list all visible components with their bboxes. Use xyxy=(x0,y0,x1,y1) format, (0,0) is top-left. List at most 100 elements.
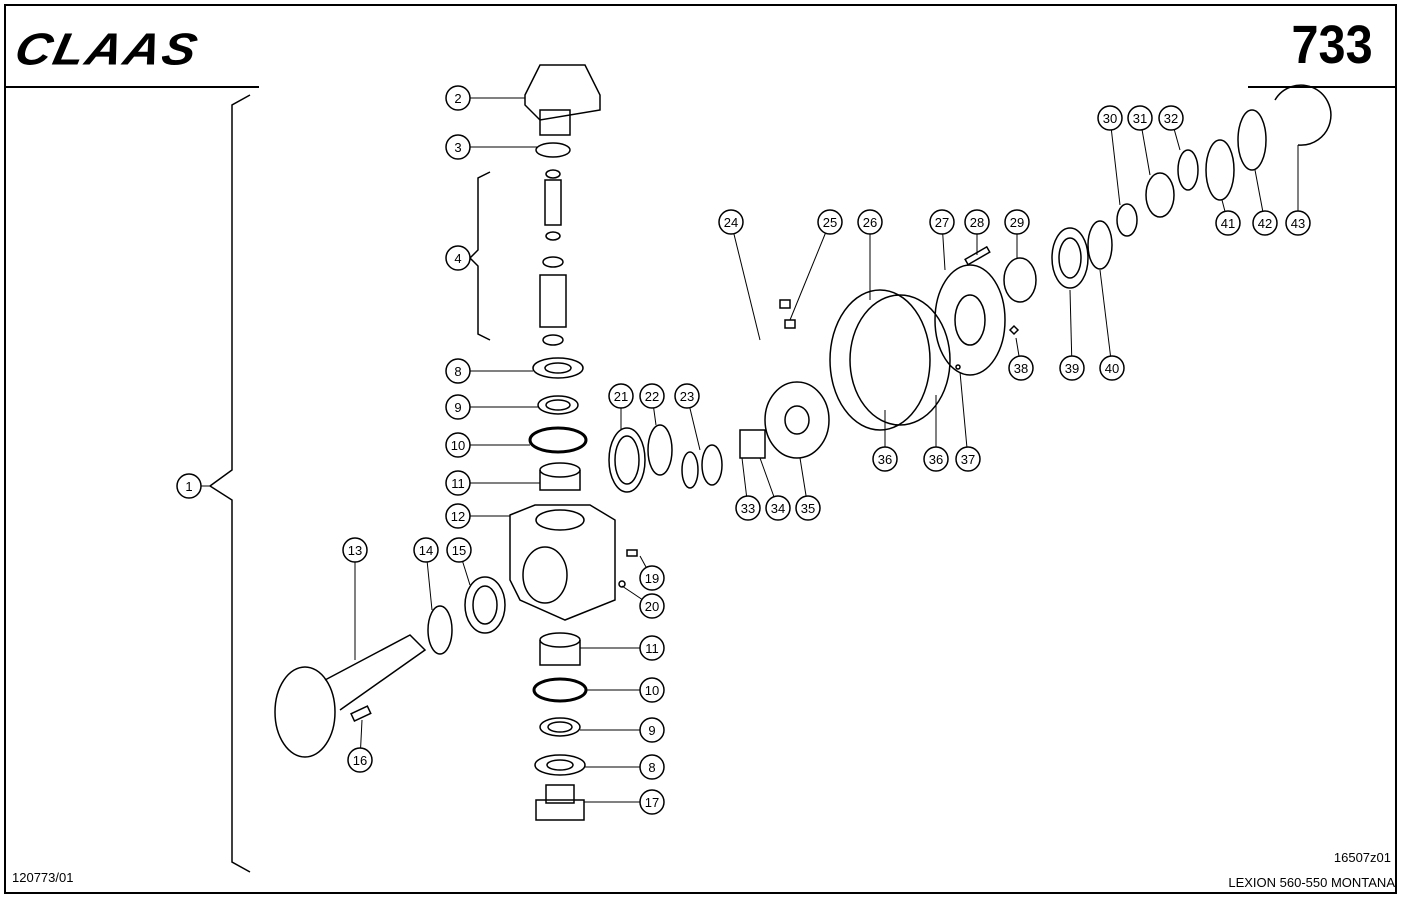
callout-circle xyxy=(639,717,665,743)
callout-circle xyxy=(674,383,700,409)
callout-circle xyxy=(872,446,898,472)
callout-15: 15 xyxy=(446,537,472,563)
callout-circle xyxy=(718,209,744,235)
callout-number: 33 xyxy=(741,501,755,516)
callout-circle xyxy=(817,209,843,235)
callout-10: 10 xyxy=(639,677,665,703)
callout-3: 3 xyxy=(445,134,471,160)
callout-21: 21 xyxy=(608,383,634,409)
part-4-pin xyxy=(544,179,562,226)
callout-36: 36 xyxy=(872,446,898,472)
callout-number: 27 xyxy=(935,215,949,230)
callout-9: 9 xyxy=(445,394,471,420)
callout-number: 41 xyxy=(1221,216,1235,231)
callout-circle xyxy=(639,383,665,409)
callout-number: 12 xyxy=(451,509,465,524)
callout-circle xyxy=(1097,105,1123,131)
callout-number: 21 xyxy=(614,389,628,404)
part-12-gearbox xyxy=(509,504,616,621)
illustration-ref: 120773/01 xyxy=(12,870,74,885)
header-divider-right xyxy=(1248,86,1397,88)
callout-1: 1 xyxy=(176,473,202,499)
callout-9: 9 xyxy=(639,717,665,743)
header-divider-left xyxy=(4,86,259,88)
callout-20: 20 xyxy=(639,593,665,619)
callout-number: 17 xyxy=(645,795,659,810)
callout-number: 9 xyxy=(648,723,655,738)
callout-circle xyxy=(445,470,471,496)
callout-number: 14 xyxy=(419,543,433,558)
callout-number: 1 xyxy=(185,479,192,494)
callout-number: 2 xyxy=(454,91,461,106)
callout-number: 19 xyxy=(645,571,659,586)
callout-circle xyxy=(639,754,665,780)
callout-circle xyxy=(1252,210,1278,236)
callout-circle xyxy=(347,747,373,773)
callout-circle xyxy=(1285,210,1311,236)
shaft-parts xyxy=(274,549,638,758)
callout-38: 38 xyxy=(1008,355,1034,381)
callout-circle xyxy=(1127,105,1153,131)
callout-number: 3 xyxy=(454,140,461,155)
callout-39: 39 xyxy=(1059,355,1085,381)
callout-42: 42 xyxy=(1252,210,1278,236)
callout-number: 42 xyxy=(1258,216,1272,231)
callout-number: 29 xyxy=(1010,215,1024,230)
callout-number: 26 xyxy=(863,215,877,230)
callout-number: 20 xyxy=(645,599,659,614)
callout-circle xyxy=(795,495,821,521)
part-4-sleeve xyxy=(539,274,567,328)
callout-number: 15 xyxy=(452,543,466,558)
callout-circle xyxy=(445,134,471,160)
callout-number: 9 xyxy=(454,400,461,415)
callout-31: 31 xyxy=(1127,105,1153,131)
leader-line-24 xyxy=(730,221,761,341)
callout-number: 16 xyxy=(353,753,367,768)
part-2-neck xyxy=(539,109,571,136)
callout-number: 28 xyxy=(970,215,984,230)
callout-11: 11 xyxy=(445,470,471,496)
part-2-housing xyxy=(524,64,601,121)
callout-27: 27 xyxy=(929,209,955,235)
callout-28: 28 xyxy=(964,209,990,235)
callout-circle xyxy=(639,789,665,815)
callout-8: 8 xyxy=(445,358,471,384)
callout-circle xyxy=(1158,105,1184,131)
callout-number: 4 xyxy=(454,251,461,266)
callout-number: 8 xyxy=(454,364,461,379)
bracket-assembly-1 xyxy=(208,94,251,873)
callout-circle xyxy=(445,394,471,420)
callout-33: 33 xyxy=(735,495,761,521)
callout-22: 22 xyxy=(639,383,665,409)
bracket-assembly-4 xyxy=(468,171,491,341)
callout-37: 37 xyxy=(955,446,981,472)
callout-14: 14 xyxy=(413,537,439,563)
callout-number: 31 xyxy=(1133,111,1147,126)
callout-number: 10 xyxy=(451,438,465,453)
callout-number: 39 xyxy=(1065,361,1079,376)
callout-16: 16 xyxy=(347,747,373,773)
callout-circle xyxy=(923,446,949,472)
callout-circle xyxy=(342,537,368,563)
callout-circle xyxy=(445,85,471,111)
part-3-oring xyxy=(535,142,571,158)
callout-circle xyxy=(639,635,665,661)
callout-circle xyxy=(1059,355,1085,381)
callout-circle xyxy=(446,537,472,563)
callout-29: 29 xyxy=(1004,209,1030,235)
callout-circle xyxy=(1008,355,1034,381)
callout-number: 30 xyxy=(1103,111,1117,126)
page-frame xyxy=(4,4,1397,894)
callout-26: 26 xyxy=(857,209,883,235)
callout-number: 38 xyxy=(1014,361,1028,376)
callout-2: 2 xyxy=(445,85,471,111)
leader-line-37 xyxy=(959,371,969,460)
callout-circle xyxy=(857,209,883,235)
callout-35: 35 xyxy=(795,495,821,521)
leader-line-25 xyxy=(789,221,831,321)
callout-32: 32 xyxy=(1158,105,1184,131)
callout-36: 36 xyxy=(923,446,949,472)
callout-circle xyxy=(1215,210,1241,236)
